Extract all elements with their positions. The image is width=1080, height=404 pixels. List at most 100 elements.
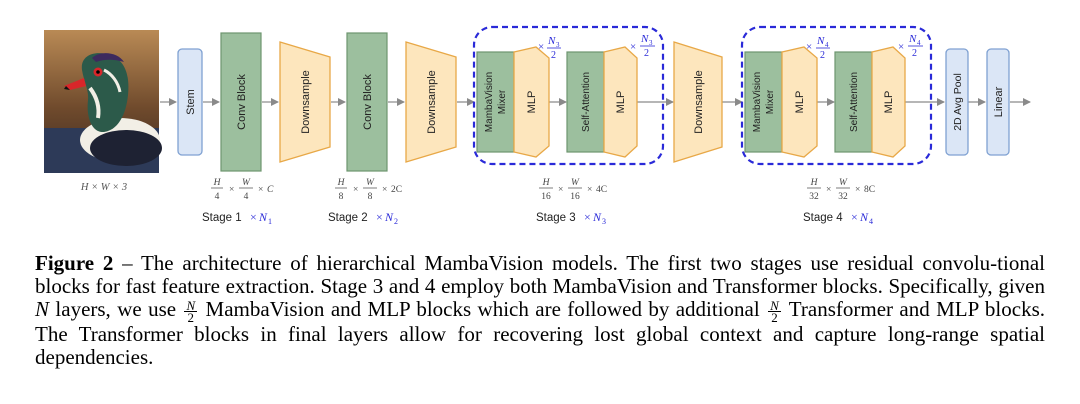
svg-text:2: 2 xyxy=(551,50,556,61)
svg-text:N: N xyxy=(816,35,825,47)
svg-text:4: 4 xyxy=(825,41,829,49)
svg-text:×: × xyxy=(538,41,544,53)
repeat-label-stage4-b: × N 4 2 xyxy=(898,33,923,59)
svg-text:Linear: Linear xyxy=(993,86,1005,117)
svg-text:Mixer: Mixer xyxy=(765,89,776,114)
svg-text:Stage 2: Stage 2 xyxy=(328,212,368,224)
self-attention-block-stage4: Self-Attention xyxy=(834,51,873,153)
svg-text:4: 4 xyxy=(869,217,873,226)
svg-text:Downsample: Downsample xyxy=(426,70,438,134)
svg-text:MLP: MLP xyxy=(794,91,806,114)
svg-text:32: 32 xyxy=(838,192,848,202)
svg-text:4: 4 xyxy=(244,192,249,202)
svg-text:MambaVision: MambaVision xyxy=(484,72,495,132)
svg-text:×: × xyxy=(806,41,812,53)
svg-text:×: × xyxy=(587,185,592,195)
svg-text:4: 4 xyxy=(917,39,921,47)
svg-text:W: W xyxy=(242,178,251,188)
stage-label-3: Stage 3 × N 3 xyxy=(536,210,606,226)
svg-text:2D Avg Pool: 2D Avg Pool xyxy=(952,73,964,131)
mlp-block-stage4-a: MLP xyxy=(781,46,818,158)
mambavision-mixer-block-stage3: MambaVision Mixer xyxy=(476,51,515,153)
dim-label-stage3: H 16 × W 16 × 4C xyxy=(539,178,607,202)
architecture-diagram: H × W × 3 Stem Conv Block Downsample Con… xyxy=(44,25,1031,226)
caption-text-2: layers, we use xyxy=(49,297,183,321)
caption-text-1: The architecture of hierarchical MambaVi… xyxy=(35,251,1045,298)
svg-text:×: × xyxy=(826,185,831,195)
svg-text:2: 2 xyxy=(912,48,917,59)
conv-block-stage1: Conv Block xyxy=(220,32,262,172)
svg-text:H: H xyxy=(213,178,222,188)
avg-pool-block: 2D Avg Pool xyxy=(945,48,969,156)
self-attention-block-stage3: Self-Attention xyxy=(566,51,605,153)
conv-block-stage2: Conv Block xyxy=(346,32,388,172)
svg-text:Stage 3: Stage 3 xyxy=(536,212,576,224)
mlp-block-stage3-a: MLP xyxy=(513,46,550,158)
svg-text:×: × xyxy=(353,185,358,195)
downsample-block-1: Downsample xyxy=(279,41,331,163)
svg-text:N: N xyxy=(258,210,268,224)
svg-text:×: × xyxy=(558,185,563,195)
svg-text:Self-Attention: Self-Attention xyxy=(849,72,860,132)
svg-text:16: 16 xyxy=(541,192,551,202)
svg-text:Conv Block: Conv Block xyxy=(362,74,374,130)
svg-text:4: 4 xyxy=(215,192,220,202)
svg-text:×: × xyxy=(258,185,263,195)
stage-label-2: Stage 2 × N 2 xyxy=(328,210,398,226)
svg-text:×: × xyxy=(250,210,257,224)
svg-text:2: 2 xyxy=(820,50,825,61)
svg-text:×: × xyxy=(898,41,904,53)
repeat-label-stage3-a: × N 3 2 xyxy=(538,35,561,61)
svg-text:Stage 1: Stage 1 xyxy=(202,212,242,224)
mlp-block-stage4-b: MLP xyxy=(871,46,906,158)
svg-text:N: N xyxy=(908,33,917,45)
svg-text:1: 1 xyxy=(268,217,272,226)
svg-text:32: 32 xyxy=(809,192,819,202)
svg-text:N: N xyxy=(384,210,394,224)
caption-n-variable: N xyxy=(35,297,50,321)
svg-text:3: 3 xyxy=(602,217,606,226)
dim-label-stage4: H 32 × W 32 × 8C xyxy=(807,178,875,202)
svg-text:N: N xyxy=(859,210,869,224)
svg-text:Mixer: Mixer xyxy=(497,89,508,114)
svg-text:Downsample: Downsample xyxy=(300,70,312,134)
svg-text:W: W xyxy=(571,178,580,188)
caption-text-4: Transformer and MLP blocks. The Transfor… xyxy=(35,297,1045,369)
svg-text:2: 2 xyxy=(644,48,649,59)
svg-text:Conv Block: Conv Block xyxy=(236,74,248,130)
svg-text:×: × xyxy=(855,185,860,195)
svg-text:C: C xyxy=(267,185,274,195)
svg-text:16: 16 xyxy=(570,192,580,202)
svg-text:2C: 2C xyxy=(391,185,402,195)
svg-text:×: × xyxy=(851,210,858,224)
svg-text:8: 8 xyxy=(368,192,373,202)
svg-text:8C: 8C xyxy=(864,185,875,195)
mlp-block-stage3-b: MLP xyxy=(603,46,638,158)
downsample-block-3: Downsample xyxy=(673,41,723,163)
svg-text:MambaVision: MambaVision xyxy=(752,72,763,132)
stage-label-4: Stage 4 × N 4 xyxy=(803,210,873,226)
downsample-block-2: Downsample xyxy=(405,41,457,163)
svg-text:4C: 4C xyxy=(596,185,607,195)
svg-text:N: N xyxy=(640,33,649,45)
stage-label-1: Stage 1 × N 1 xyxy=(202,210,272,226)
caption-dash: – xyxy=(113,251,141,275)
svg-text:×: × xyxy=(382,185,387,195)
svg-text:H: H xyxy=(810,178,819,188)
svg-text:W: W xyxy=(839,178,848,188)
svg-text:W: W xyxy=(366,178,375,188)
svg-text:Downsample: Downsample xyxy=(693,70,705,134)
svg-text:3: 3 xyxy=(556,41,560,49)
input-dimension: H × W × 3 xyxy=(80,182,127,193)
svg-text:2: 2 xyxy=(394,217,398,226)
repeat-label-stage3-b: × N 3 2 xyxy=(630,33,655,59)
input-duck-image xyxy=(44,30,162,173)
svg-text:×: × xyxy=(630,41,636,53)
figure-label: Figure 2 xyxy=(35,251,114,275)
linear-block: Linear xyxy=(986,48,1010,156)
svg-text:H: H xyxy=(542,178,551,188)
svg-text:Stem: Stem xyxy=(185,89,197,115)
svg-text:N: N xyxy=(592,210,602,224)
